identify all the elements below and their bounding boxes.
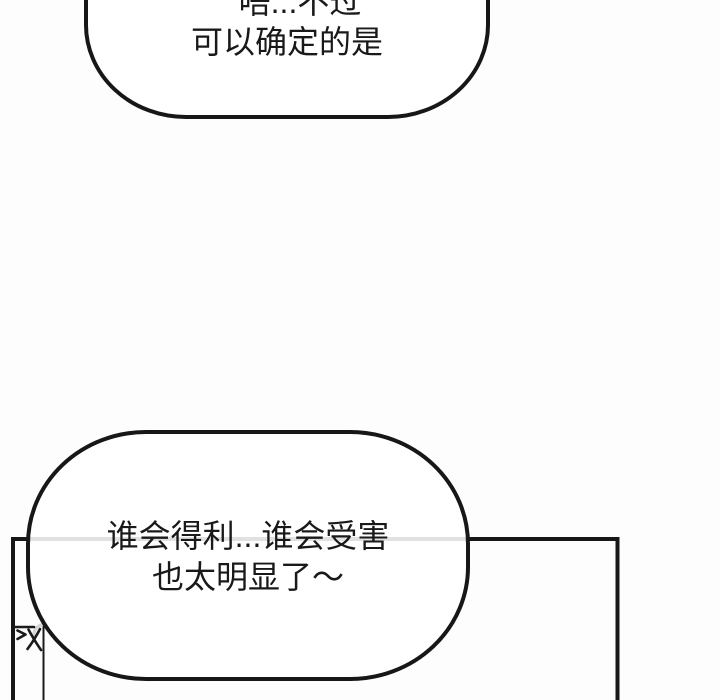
sketch-chevron-mark: [16, 629, 27, 641]
speech-bubble-top: [84, 0, 490, 119]
speech-bubble-bottom-text: 谁会得利...谁会受害 也太明显了～: [28, 516, 468, 598]
speech-bubble-top-text: 唔...不过 可以确定的是: [87, 0, 487, 62]
speech-bubble-bottom: [26, 430, 470, 681]
speech-line-2: 也太明显了～: [151, 559, 344, 595]
background-sketch: [13, 622, 48, 700]
sketch-cross-mark: [26, 627, 43, 652]
speech-line-1: 唔...不过: [238, 0, 362, 20]
speech-line-1: 谁会得利...谁会受害: [106, 518, 390, 554]
speech-line-2: 可以确定的是: [190, 24, 383, 60]
